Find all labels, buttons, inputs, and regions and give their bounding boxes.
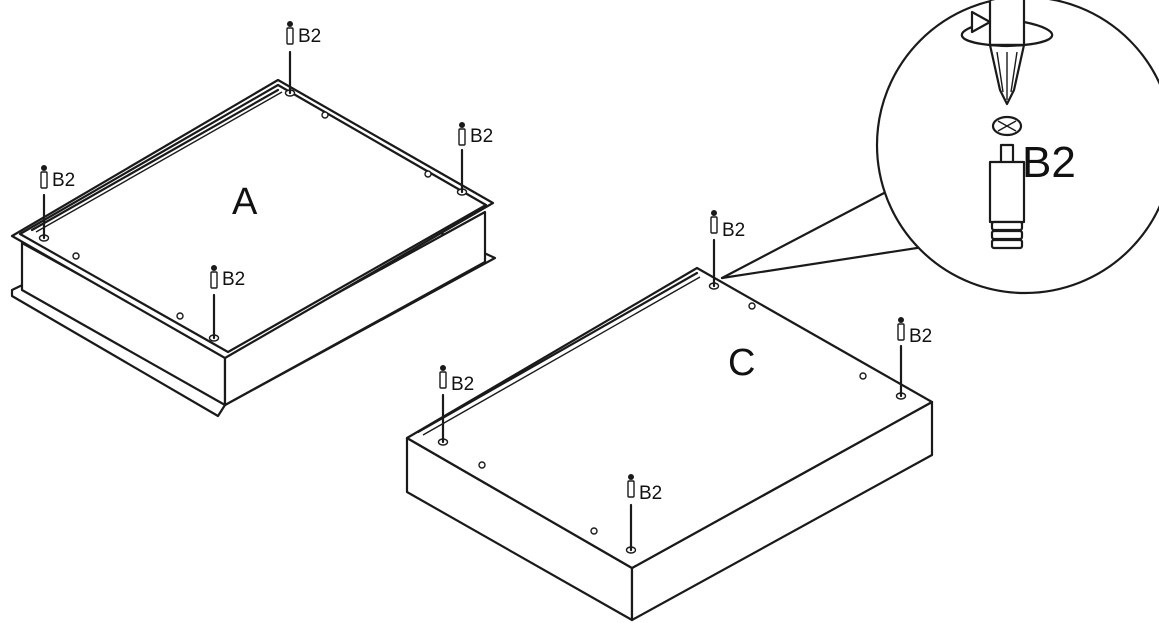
panel-a-pin-front bbox=[208, 265, 220, 342]
panel-a-right-side bbox=[223, 210, 487, 407]
callout-leader-lower bbox=[720, 244, 932, 280]
cam-bolt-icon bbox=[988, 143, 1026, 250]
panel-a-groove bbox=[30, 88, 280, 232]
panel-c-pin-label-right: B2 bbox=[909, 326, 932, 347]
panel-a-pin-left bbox=[38, 165, 50, 242]
panel-a-pin-label-right: B2 bbox=[470, 126, 493, 147]
panel-a-pin-label-top: B2 bbox=[298, 26, 321, 47]
panel-c-pin-label-front: B2 bbox=[639, 483, 662, 504]
panel-a-pin-right bbox=[456, 122, 468, 196]
panel-a-top-face bbox=[18, 83, 488, 354]
panel-a-pin-label-left: B2 bbox=[52, 170, 75, 191]
callout-leader-upper bbox=[720, 190, 888, 280]
rotation-arrow-icon bbox=[960, 10, 1054, 48]
panel-c: B2 B2 B2 B2 C bbox=[405, 210, 934, 622]
panel-a-pin-label-front: B2 bbox=[222, 269, 245, 290]
panel-c-pin-left bbox=[437, 365, 449, 446]
panel-c-groove bbox=[416, 271, 699, 434]
screwdriver-icon bbox=[988, 0, 1026, 106]
panel-a-pin-top bbox=[284, 21, 296, 97]
panel-a: B2 B2 B2 B2 A bbox=[10, 21, 497, 418]
panel-c-label: C bbox=[728, 342, 755, 384]
panel-c-pin-right bbox=[895, 317, 907, 400]
panel-c-top-face bbox=[405, 266, 934, 570]
detail-magnifier-circle bbox=[875, 0, 1159, 295]
cross-screw-head-icon bbox=[991, 115, 1023, 137]
detail-pin-label: B2 bbox=[1022, 138, 1076, 187]
panel-c-pin-label-left: B2 bbox=[451, 374, 474, 395]
panel-c-pin-label-top: B2 bbox=[722, 220, 745, 241]
detail-callout: B2 bbox=[720, 0, 1159, 295]
panel-c-pin-front bbox=[625, 474, 637, 554]
panel-a-label: A bbox=[232, 181, 258, 223]
panel-c-pin-top bbox=[708, 210, 720, 290]
